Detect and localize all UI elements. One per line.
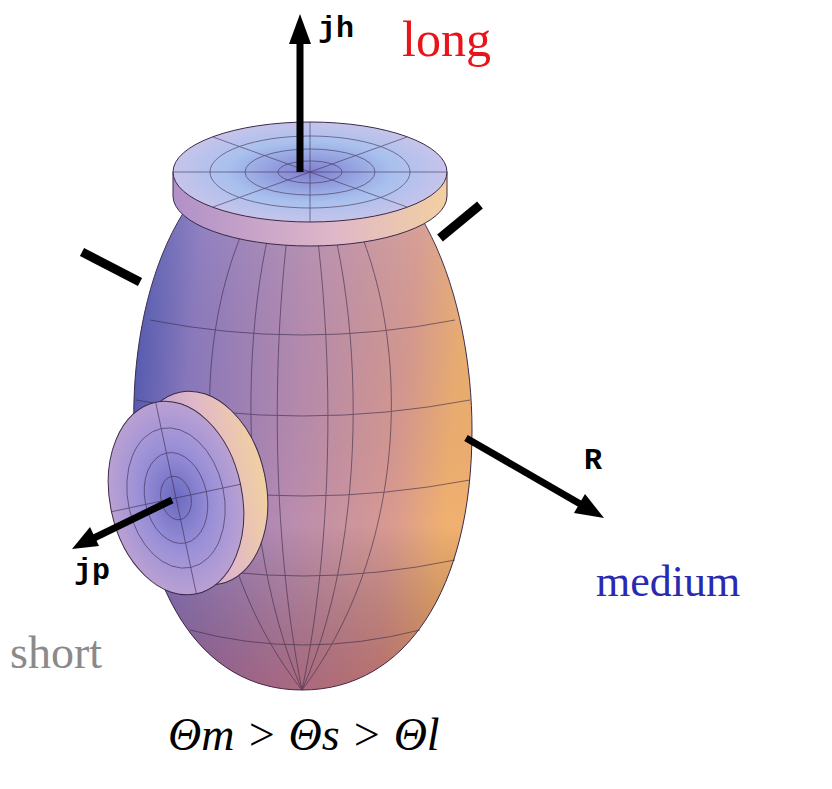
axis-arrows [72, 14, 604, 549]
axis-label: jh [318, 14, 354, 44]
moment-inequality: Θm > Θs > Θl [168, 712, 440, 758]
side-disk [91, 378, 285, 607]
axis-length-label: short [10, 630, 102, 676]
axis-label: jp [74, 556, 110, 586]
axis-length-label: medium [596, 560, 740, 604]
top-disk [173, 122, 447, 246]
axis-label: R [584, 446, 602, 476]
axis-length-label: long [402, 14, 491, 64]
